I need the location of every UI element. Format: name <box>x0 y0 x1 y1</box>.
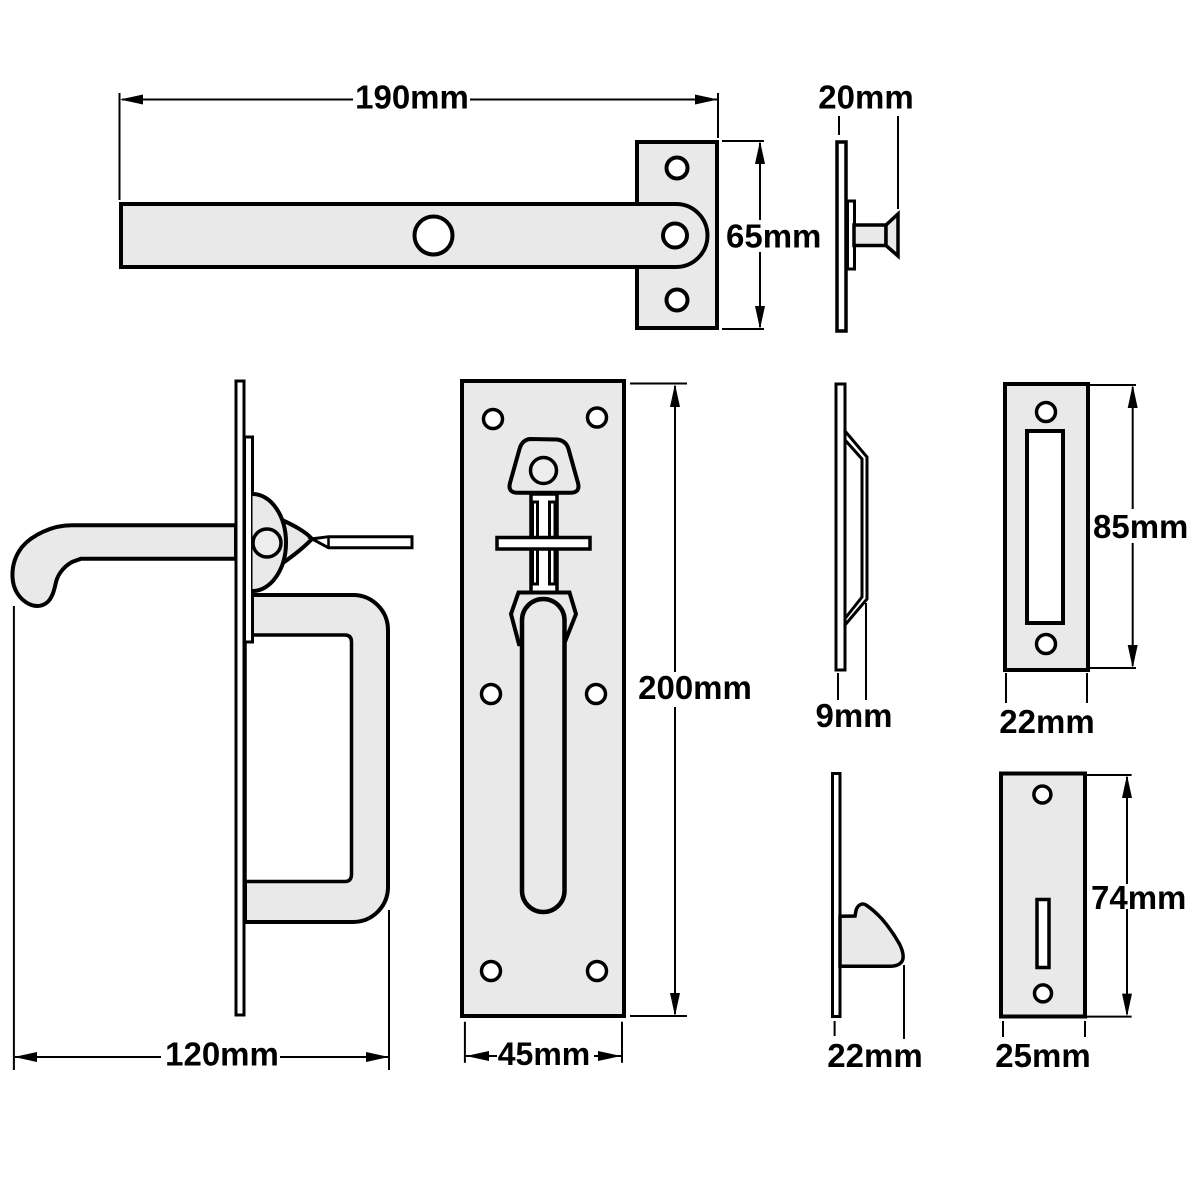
svg-text:120mm: 120mm <box>165 1036 279 1073</box>
svg-text:74mm: 74mm <box>1091 879 1186 916</box>
svg-text:22mm: 22mm <box>999 703 1094 740</box>
svg-text:85mm: 85mm <box>1093 508 1188 545</box>
svg-text:65mm: 65mm <box>726 218 821 255</box>
svg-text:190mm: 190mm <box>355 79 469 116</box>
svg-text:200mm: 200mm <box>638 669 752 706</box>
svg-text:45mm: 45mm <box>498 1036 591 1072</box>
svg-text:22mm: 22mm <box>827 1037 922 1074</box>
svg-text:25mm: 25mm <box>995 1037 1090 1074</box>
svg-text:20mm: 20mm <box>818 79 913 116</box>
svg-text:9mm: 9mm <box>815 697 892 734</box>
